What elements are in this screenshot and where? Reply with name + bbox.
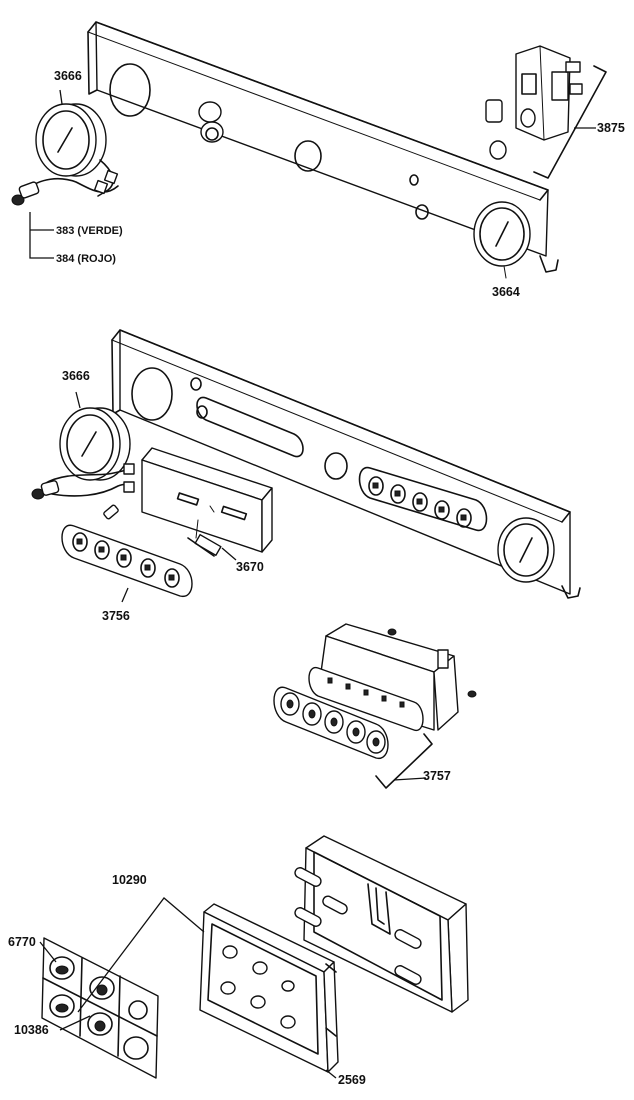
leader-lines <box>29 127 596 1031</box>
gauge-3666-upper <box>11 89 119 206</box>
label-6770: 6770 <box>8 935 36 949</box>
label-2569: 2569 <box>338 1073 366 1087</box>
relay-box-studs <box>294 867 422 985</box>
label-3664: 3664 <box>492 285 520 299</box>
module-switch-row <box>280 692 386 754</box>
lower-dash-panel <box>111 329 581 599</box>
front-panel-2569 <box>199 903 339 1079</box>
label-10290: 10290 <box>112 873 147 887</box>
dash-switch-row <box>368 476 472 528</box>
label-3875: 3875 <box>597 121 625 135</box>
decal-icons <box>49 956 149 1060</box>
panel-buttons <box>220 945 296 1029</box>
decal-sheet <box>41 937 159 1079</box>
relay-box <box>294 835 469 1013</box>
switch-assembly-3875 <box>485 45 607 179</box>
part-labels: 3666 383 (VERDE) 384 (ROJO) 3875 3664 36… <box>8 69 625 1087</box>
upper-dash-panel <box>87 21 559 279</box>
label-10386: 10386 <box>14 1023 49 1037</box>
label-3670: 3670 <box>236 560 264 574</box>
switch-housing <box>103 447 273 561</box>
label-3666-lower: 3666 <box>62 369 90 383</box>
label-383-verde: 383 (VERDE) <box>56 225 123 237</box>
switch-module-3757 <box>273 623 477 789</box>
label-384-rojo: 384 (ROJO) <box>56 253 116 265</box>
label-3757: 3757 <box>423 769 451 783</box>
switch-bezel-3756 <box>61 524 193 603</box>
label-3666-upper: 3666 <box>54 69 82 83</box>
label-3756: 3756 <box>102 609 130 623</box>
gauge-3666-lower <box>31 391 135 500</box>
